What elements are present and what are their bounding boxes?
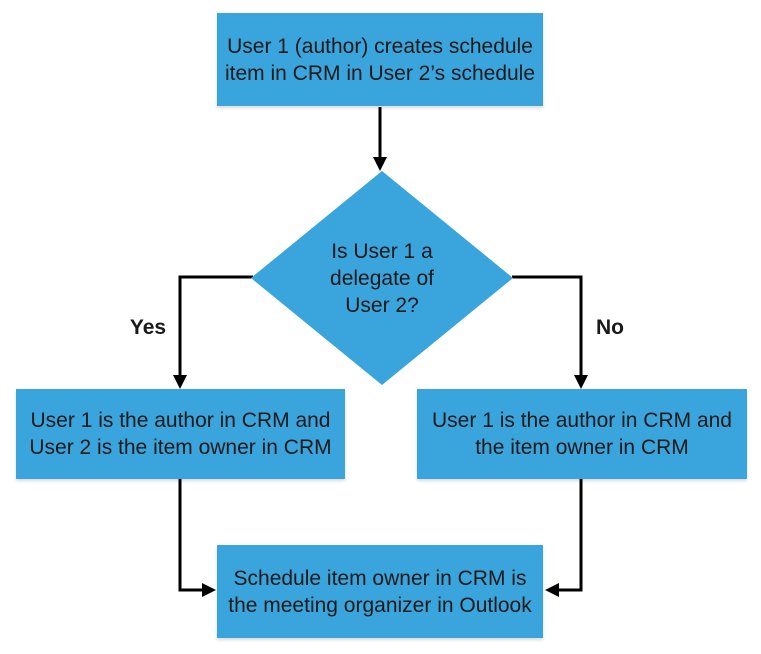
arrow-start-to-decision — [373, 107, 387, 171]
node-decision-label: Is User 1 a delegate of User 2? — [330, 239, 434, 317]
arrow-decision-to-no — [512, 275, 588, 389]
node-start-label: User 1 (author) creates schedule item in… — [224, 34, 536, 85]
edge-label-yes: Yes — [129, 316, 167, 339]
node-end: Schedule item owner in CRM is the meetin… — [217, 545, 543, 638]
edge-label-no: No — [596, 316, 624, 339]
node-end-label: Schedule item owner in CRM is the meetin… — [228, 566, 532, 617]
node-outcome-yes: User 1 is the author in CRM and User 2 i… — [16, 389, 345, 479]
arrow-decision-to-yes — [173, 275, 253, 389]
node-outcome-no: User 1 is the author in CRM and the item… — [417, 389, 747, 479]
arrow-no-to-end — [545, 479, 583, 597]
node-start: User 1 (author) creates schedule item in… — [217, 13, 543, 106]
arrow-yes-to-end — [178, 479, 216, 597]
node-outcome-yes-label: User 1 is the author in CRM and User 2 i… — [29, 409, 332, 459]
node-outcome-no-label: User 1 is the author in CRM and the item… — [432, 409, 732, 459]
